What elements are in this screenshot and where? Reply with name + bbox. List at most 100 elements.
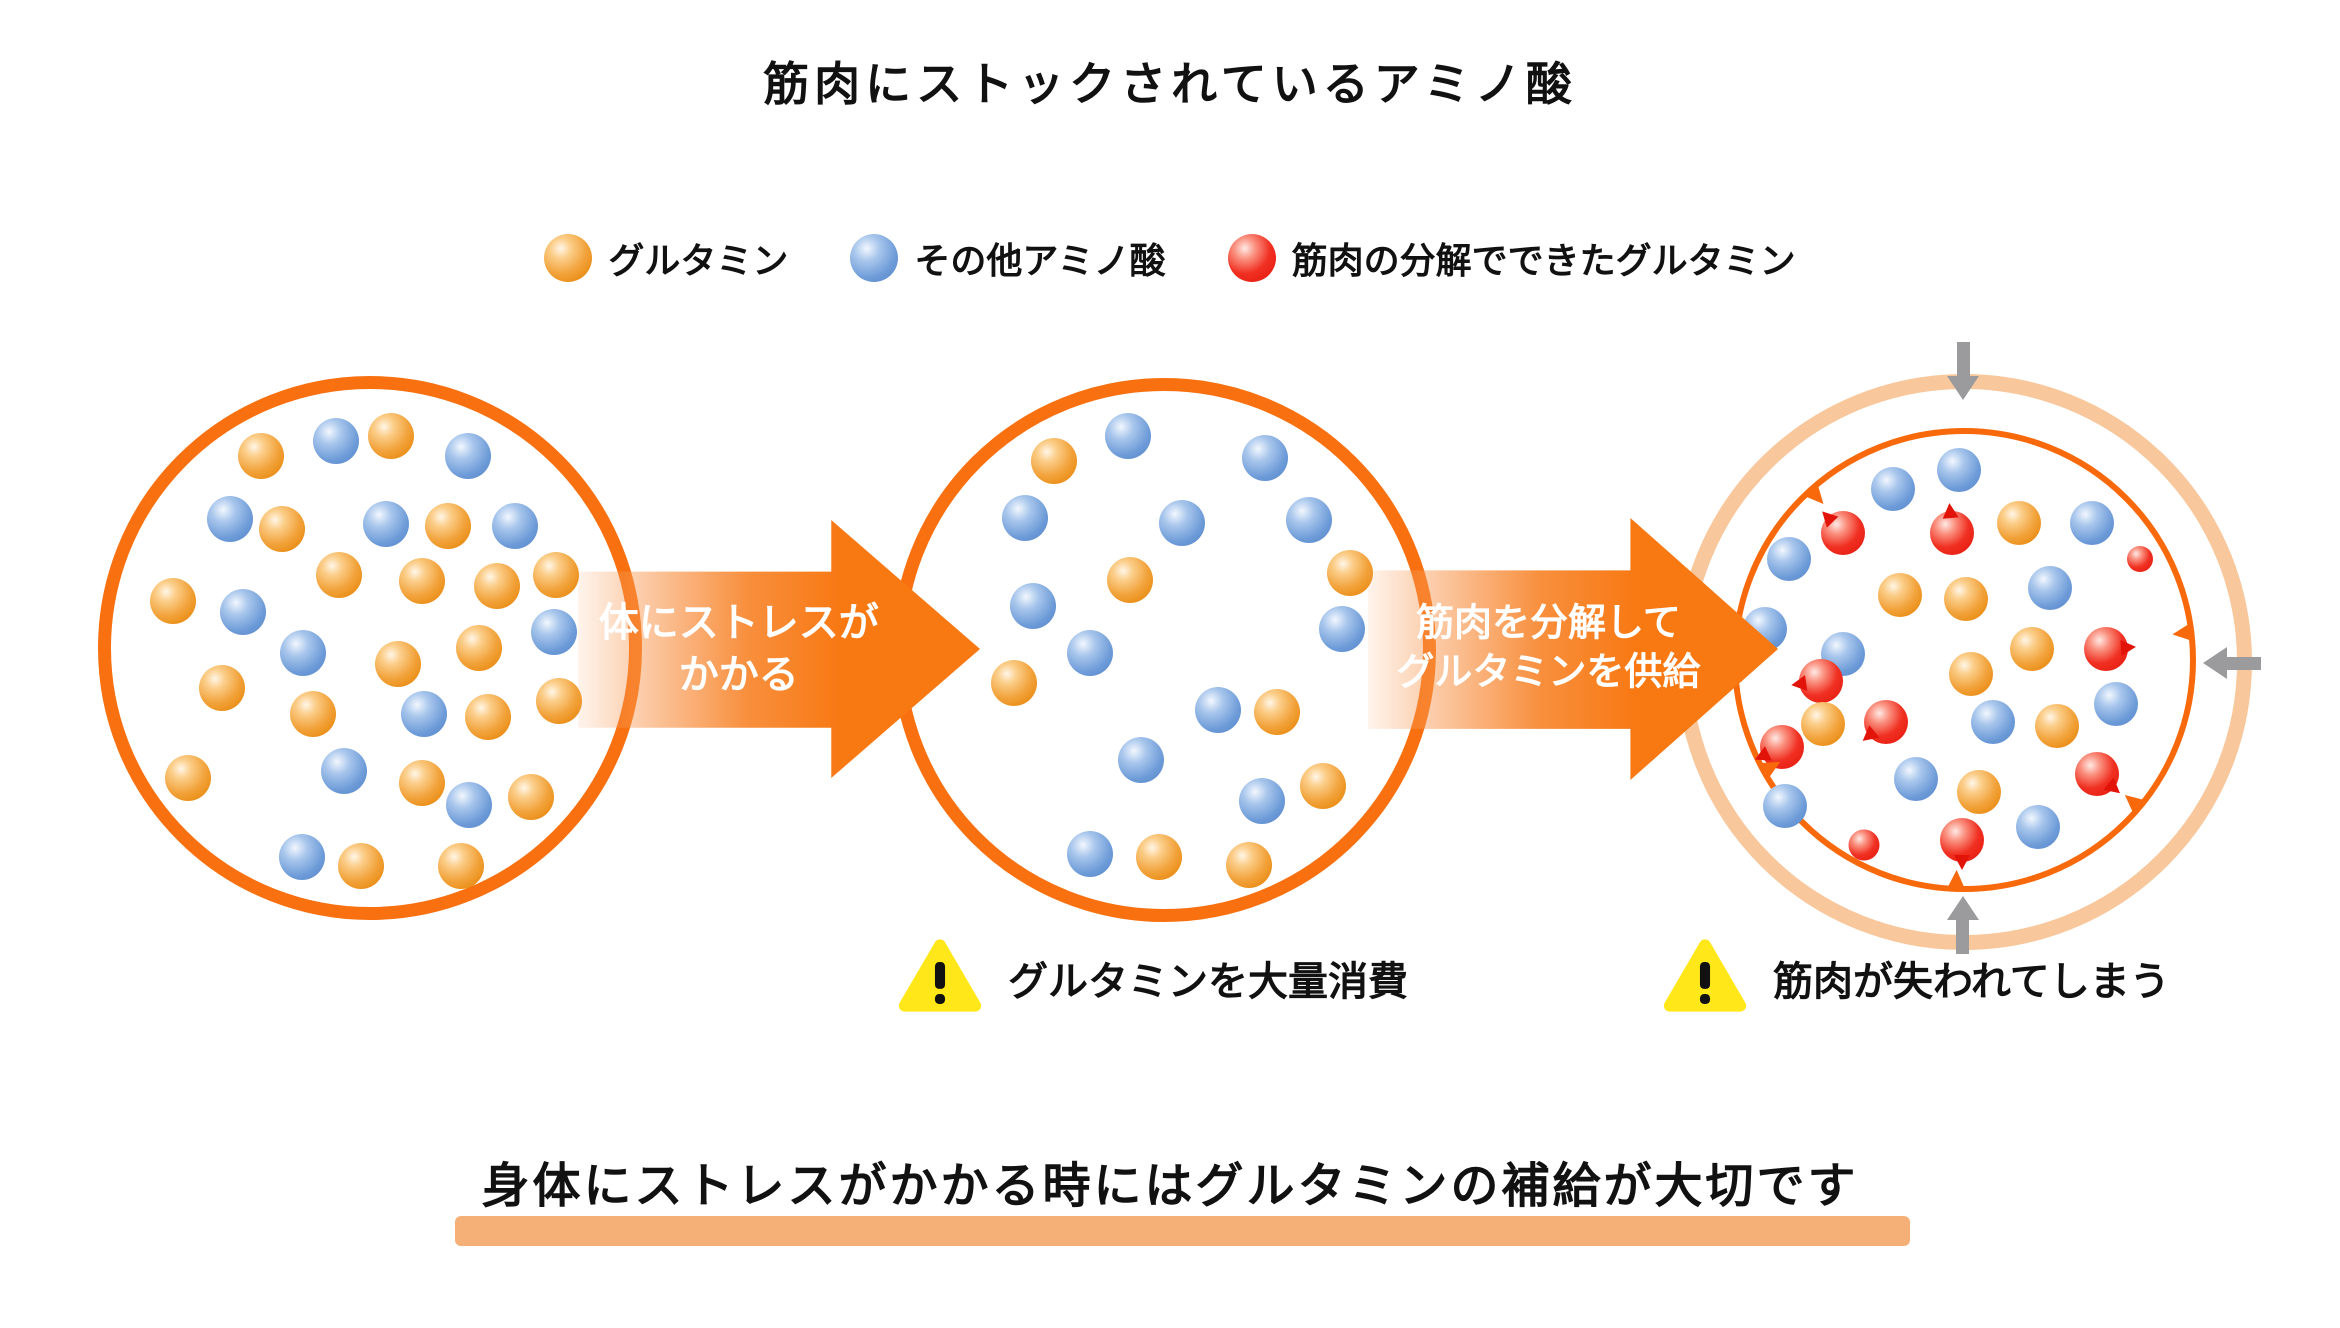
amino-ball-muscle-glutamine [1848, 829, 1880, 861]
amino-ball-glutamine [424, 503, 471, 550]
amino-ball-glutamine [473, 562, 520, 609]
arrow-head [1947, 896, 1979, 920]
amino-ball-glutamine [465, 694, 512, 741]
amino-ball-glutamine [165, 754, 212, 801]
amino-ball-muscle-glutamine [1930, 502, 1975, 556]
amino-ball-glutamine [508, 773, 555, 820]
amino-ball-other [445, 433, 492, 480]
muscle-glutamine-dot-icon [1227, 234, 1276, 282]
amino-ball-muscle-glutamine [2127, 545, 2154, 572]
footer-message: 身体にストレスがかかる時にはグルタミンの補給が大切です [481, 1160, 1859, 1213]
amino-ball-other [1971, 700, 2016, 745]
legend-item-muscle-glutamine: 筋肉の分解でできたグルタミン [1227, 232, 1796, 284]
footer-highlight-bar [455, 1216, 1910, 1246]
warning-muscle-lost: 筋肉が失われてしまう [1663, 938, 2170, 1018]
amino-ball-glutamine [437, 843, 484, 890]
amino-ball-other [1242, 434, 1288, 481]
amino-ball-glutamine [535, 678, 582, 725]
amino-ball-glutamine [1800, 702, 1845, 747]
red-ball-tail [1941, 502, 1959, 520]
amino-ball-other [1067, 831, 1114, 878]
amino-ball-other [1194, 686, 1241, 733]
amino-ball-other [492, 503, 539, 550]
stress-arrow-label: 体にストレスが かかる [586, 597, 892, 701]
arrow-label-line: かかる [678, 653, 799, 697]
amino-ball-glutamine [1948, 652, 1993, 697]
arrow-head [1947, 376, 1979, 400]
amino-ball-other [313, 417, 360, 464]
amino-ball-other [1871, 466, 1916, 511]
amino-ball-glutamine [315, 552, 362, 599]
other-amino-acid-dot-icon [850, 234, 899, 282]
amino-ball-other [2027, 566, 2072, 611]
amino-ball-muscle-glutamine [1789, 659, 1843, 704]
membrane-notch [2171, 623, 2193, 644]
amino-ball-glutamine [375, 640, 422, 687]
amino-ball-muscle-glutamine [1751, 724, 1804, 769]
arrow-stem [1956, 342, 1970, 376]
membrane-notch [1947, 869, 1966, 890]
amino-ball-other [2016, 804, 2061, 849]
breakdown-arrow-label: 筋肉を分解して グルタミンを供給 [1368, 600, 1729, 699]
legend-label: グルタミン [608, 240, 789, 281]
arrow-head [2203, 647, 2227, 679]
amino-ball-glutamine [455, 625, 502, 671]
amino-ball-other [2070, 500, 2115, 545]
warning-triangle-icon [898, 939, 982, 1012]
amino-ball-glutamine [1877, 572, 1922, 617]
amino-ball-glutamine [258, 505, 305, 552]
amino-ball-glutamine [2034, 704, 2079, 749]
page-title: 筋肉にストックされているアミノ酸 [763, 58, 1577, 110]
amino-ball-other [1105, 413, 1152, 460]
amino-ball-muscle-glutamine [2075, 751, 2126, 800]
amino-ball-other [1762, 783, 1807, 828]
squeeze-arrow-left-icon [2203, 647, 2261, 679]
amino-ball-other [1159, 500, 1206, 547]
amino-ball-glutamine [399, 760, 446, 807]
arrow-label-line: グルタミンを供給 [1396, 652, 1701, 694]
amino-ball-glutamine [1300, 762, 1347, 809]
amino-ball-glutamine [1996, 500, 2041, 545]
warning-text: グルタミンを大量消費 [1008, 960, 1408, 1004]
amino-ball-other [362, 500, 409, 547]
amino-ball-glutamine [1226, 842, 1273, 889]
amino-ball-glutamine [1030, 438, 1077, 485]
warning-text: 筋肉が失われてしまう [1773, 960, 2170, 1004]
amino-ball-glutamine [1107, 556, 1154, 603]
amino-ball-other [207, 495, 254, 542]
amino-ball-other [530, 609, 577, 656]
muscle-circle-breakdown [1732, 428, 2196, 892]
amino-ball-glutamine [150, 578, 197, 625]
amino-ball-glutamine [991, 660, 1038, 707]
amino-ball-other [1117, 737, 1164, 784]
legend-label: 筋肉の分解でできたグルタミン [1291, 240, 1796, 281]
amino-ball-glutamine [1957, 770, 2002, 815]
red-ball-tail [1789, 675, 1807, 694]
arrow-label-line: 筋肉を分解して [1415, 602, 1681, 645]
red-ball-tail [2120, 639, 2137, 657]
legend-item-glutamine: グルタミン [544, 232, 788, 284]
amino-ball-other [1286, 496, 1333, 543]
amino-ball-muscle-glutamine [1816, 506, 1866, 556]
red-ball-tail [1857, 725, 1880, 748]
legend-label: その他アミノ酸 [914, 240, 1166, 281]
legend-item-other-amino-acid: その他アミノ酸 [850, 232, 1166, 284]
amino-ball-muscle-glutamine [1857, 700, 1909, 748]
amino-ball-glutamine [238, 433, 285, 480]
amino-ball-other [279, 630, 326, 677]
amino-ball-other [220, 588, 267, 635]
amino-ball-other [401, 690, 448, 737]
amino-ball-glutamine [290, 690, 337, 737]
amino-ball-muscle-glutamine [2084, 627, 2137, 672]
amino-ball-other [1766, 536, 1811, 581]
amino-ball-glutamine [1253, 689, 1300, 736]
glutamine-dot-icon [544, 234, 593, 282]
amino-ball-other [1238, 777, 1285, 824]
amino-ball-glutamine [398, 557, 445, 604]
red-ball-tail [1954, 855, 1971, 871]
red-ball-tail [1816, 506, 1839, 529]
amino-ball-glutamine [1136, 834, 1183, 881]
amino-ball-glutamine [2010, 627, 2055, 672]
arrow-label-line: 体にストレスが [598, 601, 879, 645]
